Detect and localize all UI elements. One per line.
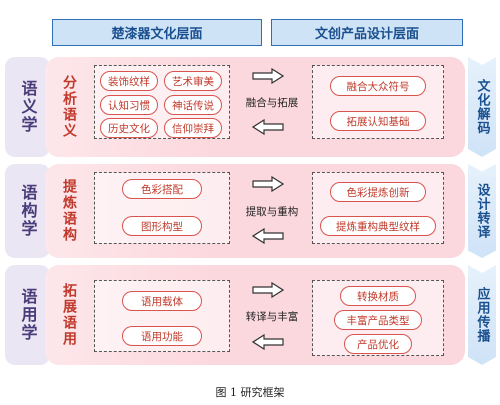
figure-caption: 图 1 研究框架 [215,386,285,399]
side-cultural-decoding: 文化解码 [468,57,496,157]
pill-artistic-aesthetics: 艺术审美 [164,71,222,91]
arrow-right-icon [252,68,284,84]
pill-cognitive-habits: 认知习惯 [100,95,158,115]
pill-color-innovation: 色彩提炼创新 [330,182,426,202]
arrow-left-icon [252,228,284,244]
side-label: 设计转译 [474,183,490,239]
row-label-text: 提炼语构 [61,179,77,243]
pill-color-matching: 色彩搭配 [122,179,202,199]
row-label-refine-syntax: 提炼语构 [57,168,81,254]
category-semantics: 语义学 [5,57,50,157]
side-label: 文化解码 [474,79,490,135]
row-label-text: 分析语义 [61,75,77,139]
arrow-right-icon [252,282,284,298]
category-syntactics-label: 语构学 [18,184,38,238]
pill-product-optimize: 产品优化 [344,334,412,354]
category-semantics-label: 语义学 [18,80,38,134]
mid-label-extract-reconstruct: 提取与重构 [245,206,299,218]
row-label-text: 拓展语用 [61,283,77,347]
mid-label-fuse-expand: 融合与拓展 [245,97,299,109]
category-pragmatics: 语用学 [5,265,50,365]
row-label-expand-pragmatics: 拓展语用 [57,270,81,360]
pill-history-culture: 历史文化 [100,118,158,138]
pill-mythology: 神话传说 [164,95,222,115]
header-chu-lacquer-culture: 楚漆器文化层面 [52,19,262,46]
pill-material-conversion: 转换材质 [340,286,416,306]
arrow-left-icon [252,334,284,350]
pill-faith-worship: 信仰崇拜 [164,118,222,138]
mid-label-translate-enrich: 转译与丰富 [245,311,299,323]
pill-cognitive-basis: 拓展认知基础 [330,111,426,131]
pill-product-types: 丰富产品类型 [334,310,422,330]
header-cultural-product-design: 文创产品设计层面 [271,19,463,46]
side-label: 应用传播 [474,287,490,343]
pill-typical-pattern-rebuild: 提炼重构典型纹样 [320,216,436,236]
category-syntactics: 语构学 [5,164,50,258]
pill-pragmatic-function: 语用功能 [122,326,202,346]
pill-public-symbols: 融合大众符号 [330,76,426,96]
arrow-left-icon [252,119,284,135]
pill-decorative-pattern: 装饰纹样 [100,71,158,91]
arrow-right-icon [252,176,284,192]
pill-pragmatic-carrier: 语用载体 [122,291,202,311]
pill-graphic-composition: 图形构型 [122,216,202,236]
side-application-spread: 应用传播 [468,265,496,365]
side-design-translation: 设计转译 [468,164,496,258]
row-label-analyze-semantics: 分析语义 [57,62,81,152]
category-pragmatics-label: 语用学 [18,288,38,342]
